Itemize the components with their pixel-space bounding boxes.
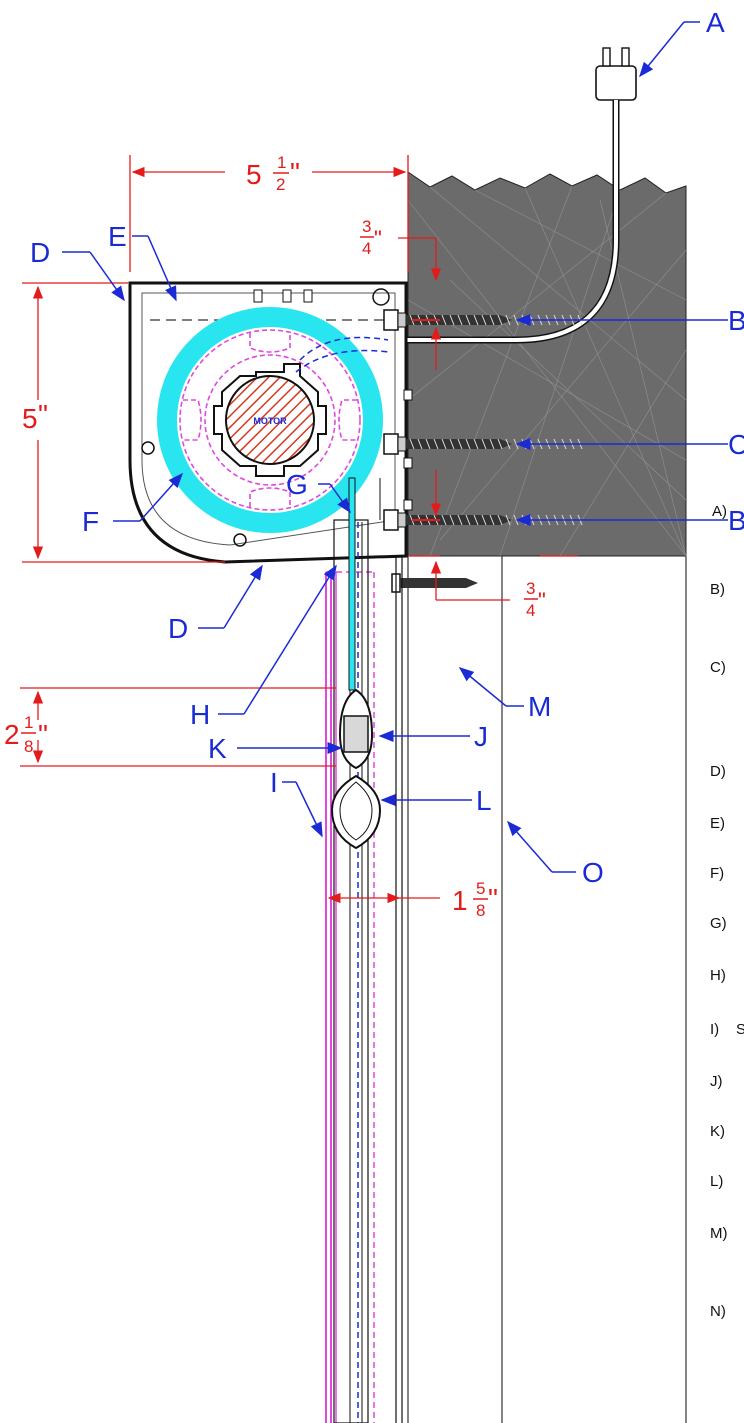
legend-item: K) — [710, 1123, 725, 1140]
dim-bar-height: 2 1 8 " — [4, 713, 48, 756]
svg-text:1: 1 — [24, 713, 33, 732]
svg-text:8: 8 — [24, 737, 33, 756]
legend-item: C) — [710, 659, 726, 676]
legend-item: D) — [710, 763, 726, 780]
svg-text:1: 1 — [277, 153, 286, 172]
svg-text:": " — [488, 883, 498, 914]
svg-text:": " — [374, 226, 382, 251]
dim-width: 5 1 2 " — [246, 153, 300, 194]
svg-text:4: 4 — [362, 239, 371, 258]
callout-h: H — [190, 699, 210, 730]
legend-item: G) — [710, 915, 727, 932]
svg-text:2: 2 — [276, 175, 285, 194]
legend-item: H) — [710, 967, 726, 984]
wall-lower-outline — [407, 556, 687, 1423]
callout-f: F — [82, 506, 99, 537]
svg-text:3: 3 — [526, 579, 535, 598]
motor — [225, 375, 315, 465]
screw-bottom — [383, 509, 583, 531]
callout-d-bottom: D — [168, 613, 188, 644]
callout-m: M — [528, 691, 551, 722]
callout-k: K — [208, 733, 227, 764]
svg-text:": " — [38, 399, 48, 430]
legend-item: F) — [710, 865, 724, 882]
legend-stray-letter: S — [736, 1021, 744, 1038]
svg-text:": " — [538, 588, 546, 613]
wall-section — [407, 171, 687, 557]
svg-text:4: 4 — [526, 601, 535, 620]
svg-text:": " — [38, 719, 48, 750]
callout-a: A — [706, 7, 725, 38]
svg-text:2: 2 — [4, 719, 20, 750]
svg-text:8: 8 — [476, 901, 485, 920]
callout-e: E — [108, 221, 127, 252]
callout-i: I — [270, 767, 278, 798]
callout-j: J — [474, 721, 488, 752]
legend-item: B) — [710, 581, 725, 598]
legend-item: L) — [710, 1173, 723, 1190]
motor-label: MOTOR — [253, 416, 287, 426]
callout-c: C — [728, 429, 744, 460]
callout-g: G — [286, 469, 308, 500]
legend-item: I) — [710, 1021, 719, 1038]
svg-text:5: 5 — [476, 879, 485, 898]
svg-text:1: 1 — [452, 885, 468, 916]
legend-list: A) B) C) D) E) F) G) H) I) S J) K) L) M)… — [710, 503, 744, 1320]
callout-d-top: D — [30, 237, 50, 268]
legend-item: N) — [710, 1303, 726, 1320]
svg-text:5: 5 — [22, 403, 38, 434]
svg-text:": " — [290, 157, 300, 188]
dim-height: 5 " — [22, 399, 48, 434]
screw-middle — [383, 433, 583, 455]
svg-text:5: 5 — [246, 159, 262, 190]
callout-l: L — [476, 785, 492, 816]
power-plug — [595, 47, 637, 101]
callout-o: O — [582, 857, 604, 888]
legend-item: E) — [710, 815, 725, 832]
dim-bottom-offset: 3 4 " — [524, 579, 546, 620]
dim-top-offset: 3 4 " — [360, 217, 382, 258]
dimension-lines — [20, 155, 578, 904]
roller-tube — [157, 307, 383, 533]
mounting-screws — [383, 309, 583, 593]
legend-item: A) — [712, 503, 727, 520]
dim-gap: 1 5 8 " — [452, 879, 498, 920]
fabric-and-channels — [325, 477, 403, 1423]
callout-b-top: B — [728, 305, 744, 336]
legend-item: M) — [710, 1225, 728, 1242]
hembar — [330, 688, 382, 850]
legend-item: J) — [710, 1073, 723, 1090]
svg-text:3: 3 — [362, 217, 371, 236]
callout-leaders — [62, 21, 728, 873]
callout-b-bottom: B — [728, 505, 744, 536]
screw-top — [383, 309, 583, 331]
mounting-plate — [179, 329, 361, 511]
screw-m — [391, 573, 478, 593]
